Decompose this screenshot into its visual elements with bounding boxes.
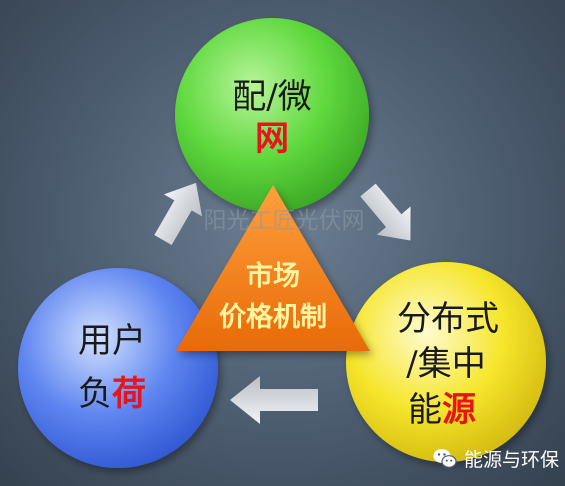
node-top-label-1: 配/微 — [232, 77, 311, 117]
center-market-mechanism: 市场 价格机制 — [176, 185, 370, 351]
node-distribution-microgrid: 配/微 网 — [175, 18, 369, 212]
node-right-label-1: 分布式 — [397, 299, 499, 339]
wechat-icon — [433, 449, 457, 468]
node-left-label-2: 负荷 — [78, 374, 146, 414]
node-right-label-3: 能源 — [408, 390, 476, 430]
node-right-label-2: /集中 — [406, 344, 485, 384]
brand-badge: 能源与环保 — [432, 443, 559, 473]
node-circle-yellow — [346, 262, 546, 462]
arrow-left-to-top — [154, 182, 203, 245]
center-triangle — [176, 185, 370, 351]
node-top-label-2: 网 — [255, 119, 289, 159]
center-label-1: 市场 — [246, 260, 300, 292]
brand-label: 能源与环保 — [464, 448, 560, 471]
arrow-right-to-left — [230, 376, 318, 424]
node-energy-source: 分布式 /集中 能源 — [346, 262, 546, 462]
node-left-label-1: 用户 — [78, 321, 146, 361]
node-user-load: 用户 负荷 — [18, 268, 218, 468]
arrow-top-to-right — [360, 183, 411, 241]
node-circle-green — [175, 18, 369, 212]
node-circle-blue — [18, 268, 218, 468]
center-label-2: 价格机制 — [219, 302, 327, 333]
watermark-text: 阳光工匠光伏网 — [204, 208, 365, 234]
